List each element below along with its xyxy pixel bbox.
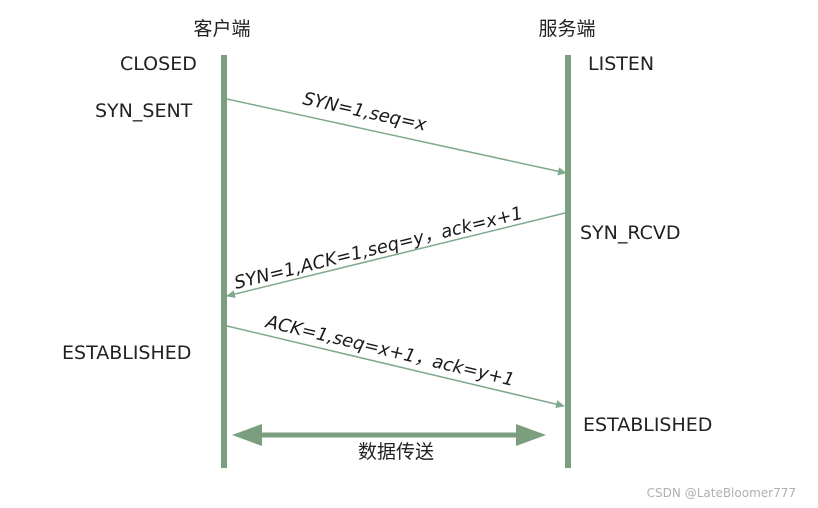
server-title: 服务端 bbox=[538, 18, 595, 40]
ack-arrow bbox=[226, 325, 565, 409]
watermark: CSDN @LateBloomer777 bbox=[647, 486, 796, 500]
server-state-established: ESTABLISHED bbox=[583, 414, 712, 436]
server-state-listen: LISTEN bbox=[588, 53, 654, 75]
client-state-established: ESTABLISHED bbox=[62, 342, 191, 364]
client-state-closed: CLOSED bbox=[120, 53, 197, 75]
client-title: 客户端 bbox=[193, 18, 250, 40]
syn-arrow bbox=[226, 98, 567, 176]
syn-ack-arrow bbox=[226, 212, 566, 298]
syn-ack-message-label: SYN=1,ACK=1,seq=y，ack=x+1 bbox=[232, 203, 525, 294]
server-state-syn-rcvd: SYN_RCVD bbox=[580, 222, 681, 244]
data-transfer-label: 数据传送 bbox=[358, 441, 434, 463]
data-transfer-arrow bbox=[232, 424, 546, 446]
client-state-syn-sent: SYN_SENT bbox=[95, 100, 193, 122]
ack-message-label: ACK=1,seq=x+1，ack=y+1 bbox=[263, 311, 517, 391]
